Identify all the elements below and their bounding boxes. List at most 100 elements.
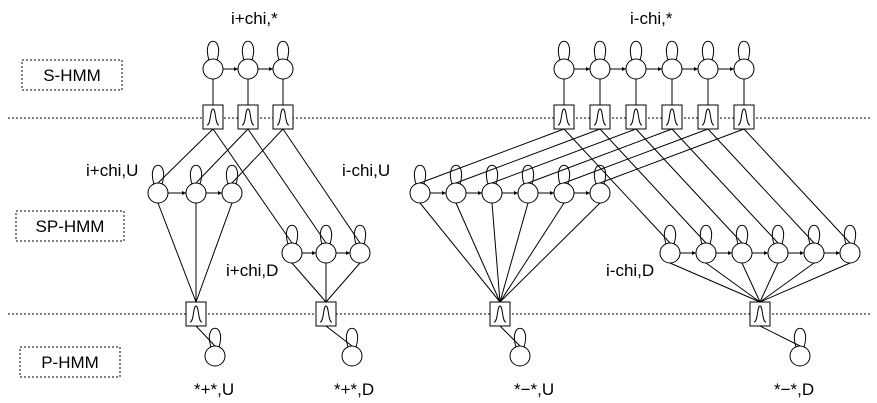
sp-to-box-line bbox=[195, 202, 233, 303]
box-to-sp-line bbox=[491, 128, 637, 184]
p-emission-box bbox=[315, 301, 337, 327]
s-hmm-plus-state bbox=[202, 40, 224, 80]
self-loop bbox=[793, 327, 807, 348]
sp-hmm-minus-u-arrow bbox=[514, 191, 518, 195]
gaussian-curve bbox=[189, 305, 203, 323]
label-star-plus-star-u: *+*,U bbox=[194, 380, 234, 399]
box-to-p-line bbox=[325, 325, 353, 347]
state-circle bbox=[237, 58, 259, 80]
self-loop bbox=[665, 40, 679, 61]
self-loop bbox=[629, 40, 643, 61]
box-to-sp-line bbox=[419, 128, 565, 184]
sp-hmm-minus-u-arrow bbox=[550, 191, 554, 195]
box-to-sp-line bbox=[282, 128, 361, 244]
s-emission-box bbox=[202, 104, 224, 130]
sp-hmm-minus-u-state bbox=[409, 164, 431, 204]
sp-hmm-minus-d-arrow bbox=[764, 251, 768, 255]
self-loop bbox=[485, 164, 499, 185]
s-hmm-plus-state bbox=[237, 40, 259, 80]
gaussian-curve bbox=[701, 108, 715, 126]
box-to-sp-line bbox=[212, 128, 293, 244]
state-circle bbox=[202, 58, 224, 80]
box-to-sp-line bbox=[599, 128, 707, 244]
sp-hmm-plus-d-state bbox=[281, 224, 303, 264]
sp-to-box-line bbox=[669, 262, 761, 303]
self-loop bbox=[319, 224, 333, 245]
state-circle bbox=[315, 242, 337, 264]
state-circle bbox=[204, 345, 226, 367]
svg-text:SP-HMM: SP-HMM bbox=[36, 217, 105, 236]
label-i-minus-chi-d: i-chi,D bbox=[606, 261, 654, 280]
self-loop bbox=[557, 164, 571, 185]
box-to-sp-line bbox=[455, 128, 601, 184]
state-circle bbox=[147, 182, 169, 204]
self-loop bbox=[521, 164, 535, 185]
s-emission-box bbox=[733, 104, 755, 130]
box-to-sp-line bbox=[563, 128, 671, 244]
gaussian-curve bbox=[753, 305, 767, 323]
gaussian-curve bbox=[629, 108, 643, 126]
self-loop bbox=[189, 164, 203, 185]
state-circle bbox=[589, 58, 611, 80]
state-circle bbox=[625, 58, 647, 80]
state-circle bbox=[695, 242, 717, 264]
box bbox=[733, 104, 755, 130]
sp-hmm-minus-u-state bbox=[481, 164, 503, 204]
self-loop bbox=[593, 164, 607, 185]
state-circle bbox=[731, 242, 753, 264]
box bbox=[185, 301, 207, 327]
gaussian-curve bbox=[319, 305, 333, 323]
sp-to-box-line bbox=[741, 262, 761, 303]
sp-hmm-minus-d-state bbox=[767, 224, 789, 264]
sp-to-box-line bbox=[759, 262, 815, 303]
box-to-sp-line bbox=[563, 128, 709, 184]
state-circle bbox=[839, 242, 861, 264]
gaussian-curve bbox=[737, 108, 751, 126]
sp-hmm-plus-u-arrow bbox=[218, 191, 222, 195]
self-loop bbox=[208, 327, 222, 348]
p-hmm-state bbox=[509, 327, 531, 367]
state-circle bbox=[509, 345, 531, 367]
box bbox=[589, 104, 611, 130]
sp-to-box-line bbox=[759, 262, 851, 303]
state-circle bbox=[221, 182, 243, 204]
p-hmm-state bbox=[204, 327, 226, 367]
s-hmm-minus-state bbox=[697, 40, 719, 80]
self-loop bbox=[771, 224, 785, 245]
sp-hmm-plus-d-arrow bbox=[346, 251, 350, 255]
label-star-plus-star-d: *+*,D bbox=[334, 380, 374, 399]
state-circle bbox=[341, 345, 363, 367]
self-loop bbox=[557, 40, 571, 61]
box bbox=[749, 301, 771, 327]
s-hmm-plus-state bbox=[272, 40, 294, 80]
self-loop bbox=[151, 164, 165, 185]
self-loop bbox=[807, 224, 821, 245]
sp-hmm-minus-d-state bbox=[731, 224, 753, 264]
gaussian-curve bbox=[665, 108, 679, 126]
gaussian-curve bbox=[493, 305, 507, 323]
sp-hmm-minus-u-state bbox=[589, 164, 611, 204]
box-to-sp-line bbox=[707, 128, 815, 244]
box-to-sp-line bbox=[671, 128, 779, 244]
s-emission-box bbox=[237, 104, 259, 130]
s-emission-box bbox=[272, 104, 294, 130]
p-hmm-state bbox=[341, 327, 363, 367]
sp-to-box-line bbox=[499, 202, 565, 303]
s-hmm-minus-state bbox=[661, 40, 683, 80]
box-to-sp-line bbox=[195, 128, 249, 184]
self-loop bbox=[701, 40, 715, 61]
box bbox=[661, 104, 683, 130]
box bbox=[625, 104, 647, 130]
sp-hmm-minus-u-state bbox=[553, 164, 575, 204]
gaussian-curve bbox=[241, 108, 255, 126]
sp-hmm-minus-u-arrow bbox=[442, 191, 446, 195]
sp-hmm-plus-d-arrow bbox=[312, 251, 316, 255]
state-circle bbox=[409, 182, 431, 204]
sp-to-box-line bbox=[705, 262, 761, 303]
gaussian-curve bbox=[557, 108, 571, 126]
s-hmm-minus-arrow bbox=[730, 67, 734, 71]
p-emission-box bbox=[185, 301, 207, 327]
sp-hmm-minus-u-state bbox=[445, 164, 467, 204]
state-circle bbox=[697, 58, 719, 80]
box-to-sp-line bbox=[157, 128, 214, 184]
